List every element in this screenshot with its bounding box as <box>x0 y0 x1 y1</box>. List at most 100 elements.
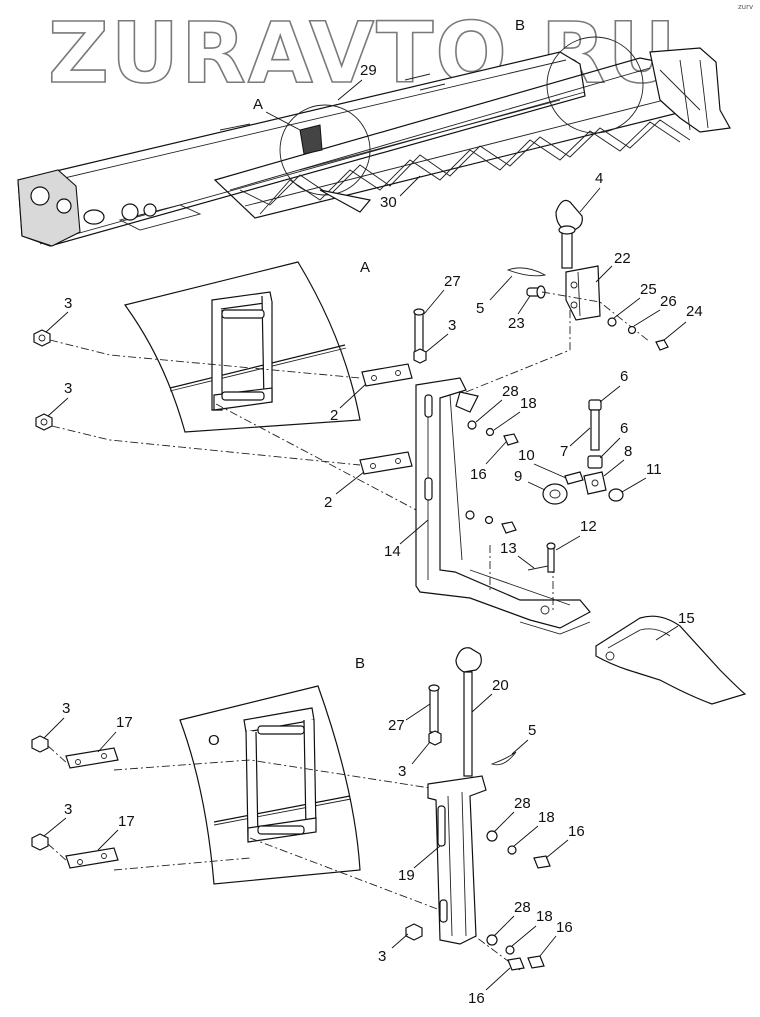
callout-18-a: 18 <box>520 395 537 412</box>
callout-11: 11 <box>646 461 662 478</box>
bolt-16-c <box>527 955 545 969</box>
washer-28-a <box>467 420 477 430</box>
callout-28-c: 28 <box>514 899 531 916</box>
callout-10: 10 <box>518 447 535 464</box>
callout-17-b: 17 <box>118 813 135 830</box>
callout-3-c: 3 <box>448 317 456 334</box>
callout-28-b: 28 <box>514 795 531 812</box>
boom-wall-panel-b: O <box>179 685 361 885</box>
boom-wall-panel-a <box>123 261 361 433</box>
callout-6-b: 6 <box>620 420 628 437</box>
lock-washer-18-a <box>485 427 495 437</box>
callout-24: 24 <box>686 303 703 320</box>
bolt-27-a <box>413 308 425 353</box>
callout-13: 13 <box>500 540 517 557</box>
pin-23 <box>526 285 546 299</box>
bolt-16-a <box>503 433 519 446</box>
slide-15 <box>595 615 747 705</box>
callout-9: 9 <box>514 468 522 485</box>
callout-16-b: 16 <box>568 823 585 840</box>
section-label-top-b: B <box>515 17 525 34</box>
bolt-16-b <box>533 855 551 869</box>
callout-25: 25 <box>640 281 657 298</box>
plate-17-lower <box>65 847 119 869</box>
callout-3-d: 3 <box>398 763 406 780</box>
detail-a-circle <box>279 104 371 196</box>
callout-16-d: 16 <box>468 990 485 1007</box>
lock-washer-26 <box>627 325 637 335</box>
callout-23: 23 <box>508 315 525 332</box>
callout-3-a: 3 <box>64 295 72 312</box>
bracket-22 <box>565 265 601 321</box>
callout-22: 22 <box>614 250 631 267</box>
boom-overview <box>17 36 731 247</box>
yoke-8 <box>583 471 607 495</box>
callout-2-b: 2 <box>324 494 332 511</box>
callout-3-b: 3 <box>64 380 72 397</box>
cotter-13 <box>527 565 549 571</box>
plate-17-upper <box>65 747 119 769</box>
nut-3-upper <box>33 329 51 347</box>
section-label-detail-b: B <box>355 655 365 672</box>
washer-25 <box>607 317 617 327</box>
washer-28-b <box>486 830 498 842</box>
lock-washer-18-c <box>505 945 515 955</box>
lock-washer-18-b <box>507 845 517 855</box>
ring-11 <box>608 488 624 502</box>
callout-26: 26 <box>660 293 677 310</box>
callout-27-b: 27 <box>388 717 405 734</box>
nut-24 <box>655 339 669 351</box>
detail-b-circle <box>546 36 644 134</box>
callout-3-e: 3 <box>62 700 70 717</box>
callout-19: 19 <box>398 867 415 884</box>
bolt-16-d <box>507 957 525 971</box>
washer-28-c <box>486 934 498 946</box>
pin-12 <box>546 542 556 573</box>
callout-7: 7 <box>560 443 568 460</box>
clip-5-a <box>506 267 547 277</box>
pin-assembly-6-7 <box>587 399 603 469</box>
callout-3-g: 3 <box>378 948 386 965</box>
callout-16-a: 16 <box>470 466 487 483</box>
bracket-19 <box>427 775 487 945</box>
bolt-27-b <box>428 684 440 733</box>
corner-mark: zurv <box>738 3 753 11</box>
callout-18-b: 18 <box>538 809 555 826</box>
callout-17-a: 17 <box>116 714 133 731</box>
callout-15: 15 <box>678 610 695 627</box>
bracket-14 <box>415 377 591 635</box>
callout-8: 8 <box>624 443 632 460</box>
callout-20: 20 <box>492 677 509 694</box>
nut-3-b-mid <box>428 730 442 746</box>
roller-9 <box>542 483 568 505</box>
pin-10 <box>564 471 584 485</box>
plate-2-lower <box>359 451 413 475</box>
callout-16-c: 16 <box>556 919 573 936</box>
section-label-top-a: A <box>253 96 263 113</box>
callout-5-a: 5 <box>476 300 484 317</box>
callout-5-b: 5 <box>528 722 536 739</box>
panel-mark: O <box>208 732 220 749</box>
callout-2-a: 2 <box>330 407 338 424</box>
nut-3-b-lower <box>31 833 49 851</box>
callout-4: 4 <box>595 170 603 187</box>
nut-3-b-upper <box>31 735 49 753</box>
callout-18-c: 18 <box>536 908 553 925</box>
nut-3-mid <box>413 348 427 364</box>
callout-27-a: 27 <box>444 273 461 290</box>
callout-12: 12 <box>580 518 597 535</box>
callout-14: 14 <box>384 543 401 560</box>
callout-30: 30 <box>380 194 397 211</box>
nut-3-b-bottom <box>405 923 423 941</box>
callout-3-f: 3 <box>64 801 72 818</box>
pin-20 <box>455 647 482 777</box>
clip-5-b <box>490 751 517 766</box>
section-label-detail-a: A <box>360 259 370 276</box>
plate-2-upper <box>361 363 413 387</box>
callout-28-a: 28 <box>502 383 519 400</box>
nut-3-lower <box>35 413 53 431</box>
callout-6-a: 6 <box>620 368 628 385</box>
callout-29: 29 <box>360 62 377 79</box>
pin-4 <box>555 199 583 269</box>
